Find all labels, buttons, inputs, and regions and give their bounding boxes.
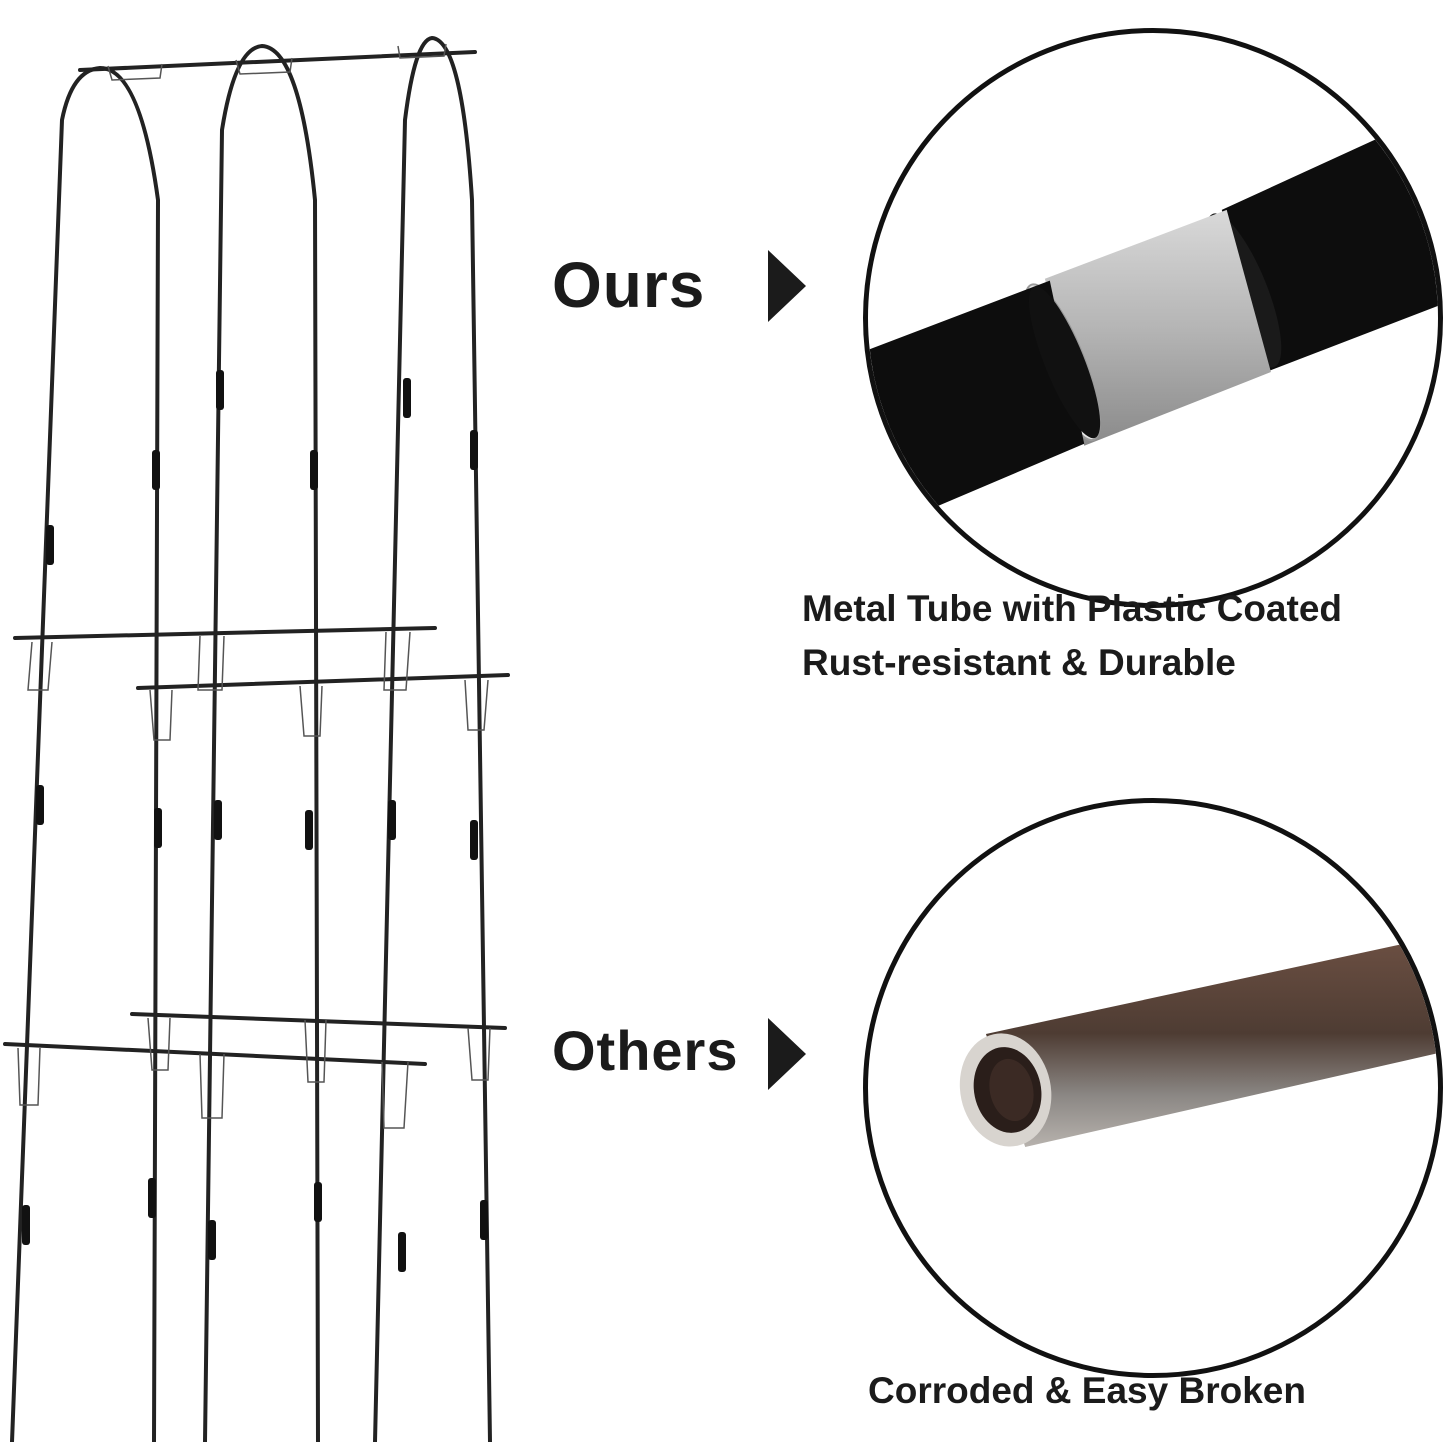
corroded-tube-image — [959, 940, 1438, 1147]
others-tube-closeup — [863, 798, 1443, 1378]
ours-label: Ours — [552, 249, 706, 321]
ours-caption-line2: Rust-resistant & Durable — [802, 642, 1236, 683]
coated-tube-image — [868, 110, 1438, 536]
others-label: Others — [552, 1019, 739, 1082]
ours-caption-line1: Metal Tube with Plastic Coated — [802, 588, 1343, 629]
arrow-right-icon — [768, 1018, 806, 1090]
trellis-illustration — [3, 35, 510, 1442]
arrow-right-icon — [768, 250, 806, 322]
ours-tube-closeup — [863, 28, 1443, 608]
others-caption: Corroded & Easy Broken — [868, 1370, 1306, 1411]
